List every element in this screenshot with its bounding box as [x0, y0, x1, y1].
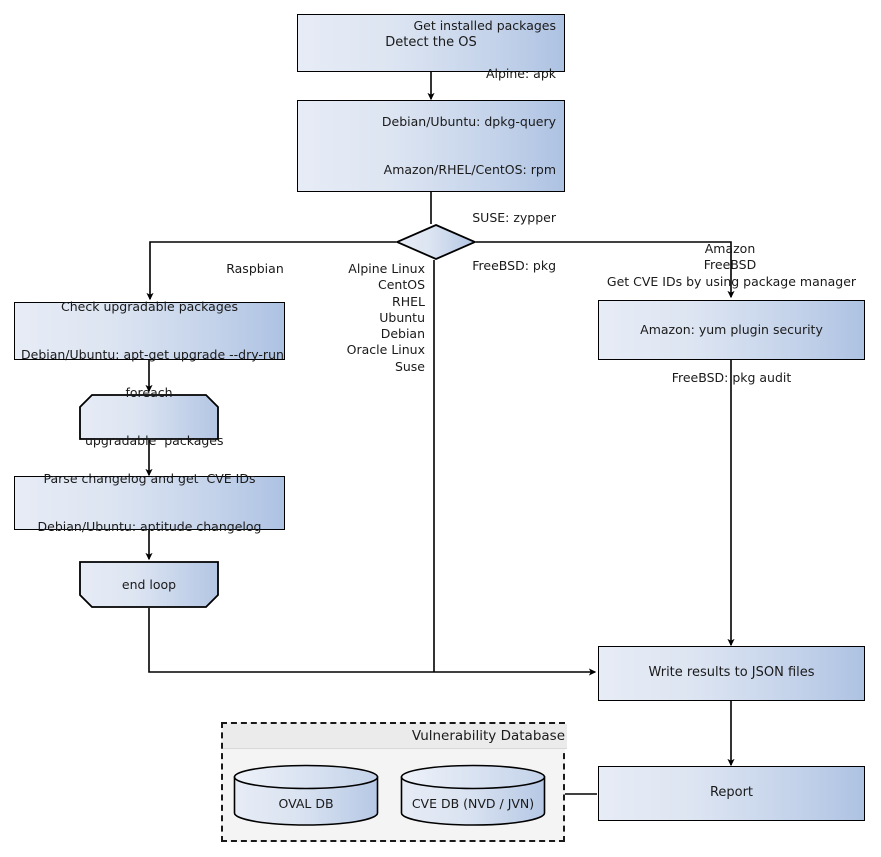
- node-report-label: Report: [709, 785, 754, 801]
- packages-line-2: Alpine: apk: [485, 66, 556, 81]
- loop-end-shape: [79, 561, 219, 608]
- get-cve-line-1: Get CVE IDs by using package manager: [606, 274, 857, 289]
- edge-endloop-to-write: [148, 608, 597, 676]
- diamond-shape: [396, 224, 476, 260]
- node-get-installed-packages[interactable]: Get installed packages Alpine: apk Debia…: [297, 18, 565, 273]
- check-upgradable-line-2: Debian/Ubuntu: apt-get upgrade --dry-run: [21, 347, 284, 362]
- check-upgradable-line-1: Check upgradable packages: [61, 299, 238, 314]
- node-decision-os-type[interactable]: [396, 224, 476, 260]
- node-detect-os[interactable]: Detect the OS: [297, 14, 565, 72]
- packages-line-4: Amazon/RHEL/CentOS: rpm: [383, 162, 556, 177]
- get-cve-line-2: Amazon: yum plugin security: [640, 322, 823, 337]
- node-check-upgradable-packages[interactable]: Check upgradable packages Debian/Ubuntu:…: [14, 299, 285, 362]
- foreach-line-1: foreach: [125, 385, 173, 400]
- cve-db-shape: [400, 764, 546, 826]
- node-end-loop-label: end loop: [121, 576, 177, 592]
- foreach-line-2: upgradable packages: [85, 433, 224, 448]
- node-report[interactable]: Report: [598, 766, 865, 821]
- node-end-loop[interactable]: end loop: [79, 561, 219, 608]
- packages-line-6: FreeBSD: pkg: [472, 258, 556, 273]
- database-cylinder-cve[interactable]: CVE DB (NVD / JVN): [400, 764, 546, 826]
- vulnerability-database-title: Vulnerability Database: [223, 724, 567, 749]
- node-write-results[interactable]: Write results to JSON files: [598, 646, 865, 701]
- edge-label-amazon-freebsd: Amazon FreeBSD: [703, 241, 757, 273]
- cve-db-label: CVE DB (NVD / JVN): [411, 796, 535, 811]
- packages-line-3: Debian/Ubuntu: dpkg-query: [381, 114, 556, 129]
- oval-db-label: OVAL DB: [278, 796, 334, 811]
- loop-start-shape: [79, 394, 219, 440]
- node-write-results-label: Write results to JSON files: [648, 665, 815, 681]
- database-cylinder-oval[interactable]: OVAL DB: [233, 764, 379, 826]
- parse-changelog-line-1: Parse changelog and get CVE IDs: [43, 471, 256, 486]
- oval-db-shape: [233, 764, 379, 826]
- packages-line-5: SUSE: zypper: [472, 210, 556, 225]
- edge-label-middle-oses: Alpine Linux CentOS RHEL Ubuntu Debian O…: [346, 261, 425, 374]
- get-cve-line-3: FreeBSD: pkg audit: [671, 370, 792, 385]
- node-detect-os-label: Detect the OS: [385, 34, 477, 50]
- node-get-cve-ids[interactable]: Get CVE IDs by using package manager Ama…: [598, 274, 865, 385]
- packages-line-1: Get installed packages: [413, 18, 556, 33]
- node-foreach-loop-start[interactable]: foreach upgradable packages: [79, 385, 224, 448]
- edge-label-raspbian: Raspbian: [226, 261, 284, 276]
- parse-changelog-line-2: Debian/Ubuntu: aptitude changelog: [37, 519, 262, 534]
- node-parse-changelog[interactable]: Parse changelog and get CVE IDs Debian/U…: [14, 471, 285, 534]
